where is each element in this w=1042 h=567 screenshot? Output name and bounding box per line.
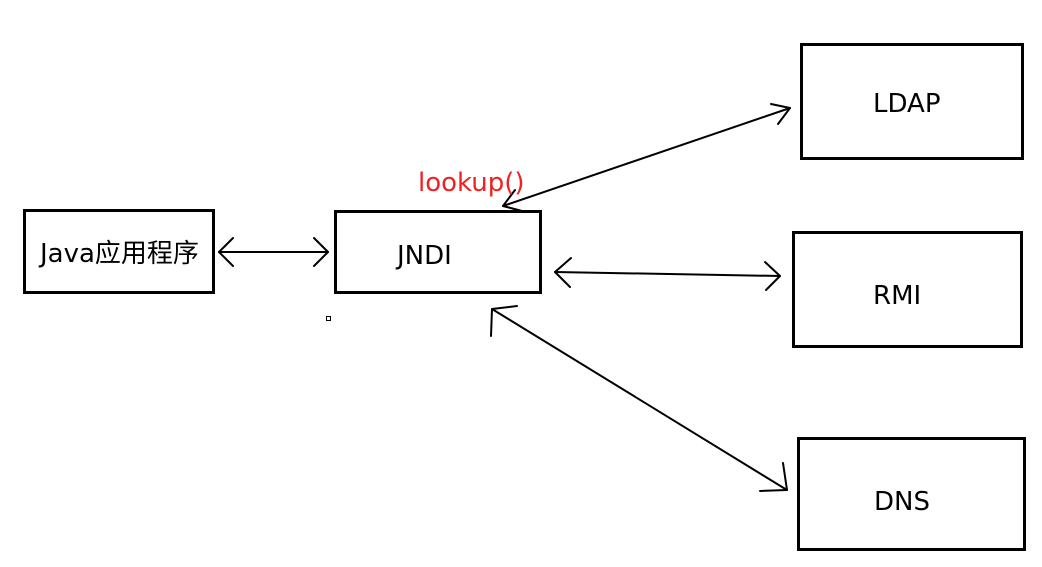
small-square-marker [326,316,331,321]
java-app-label: Java应用程序 [40,239,199,269]
ldap-box: LDAP [800,43,1024,160]
rmi-label: RMI [873,281,922,311]
ldap-label: LDAP [873,89,941,119]
arrow-java-jndi [218,237,329,267]
arrow-jndi-rmi [554,257,781,291]
jndi-box: JNDI [334,210,542,294]
arrow-jndi-dns [490,305,788,492]
lookup-annotation: lookup() [418,168,525,198]
java-app-box: Java应用程序 [23,209,215,294]
arrow-jndi-ldap [502,103,791,212]
dns-box: DNS [797,437,1026,551]
rmi-box: RMI [792,231,1023,348]
dns-label: DNS [874,487,930,517]
jndi-label: JNDI [397,241,452,271]
